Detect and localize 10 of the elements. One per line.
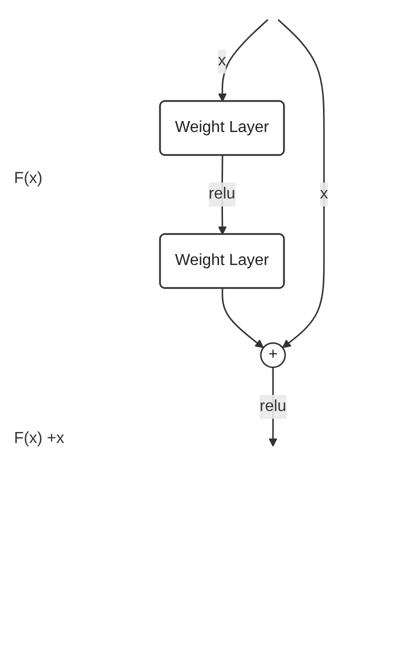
- edge-label: relu: [208, 186, 236, 202]
- edge-label: x: [218, 52, 226, 70]
- arrow: [278, 19, 325, 348]
- arrow: [222, 288, 264, 348]
- edge-label: x: [320, 186, 328, 202]
- arrow: [218, 19, 268, 102]
- node-circle: +: [260, 342, 286, 368]
- edge-label: relu: [260, 398, 286, 415]
- annotation-label: F(x): [14, 170, 42, 188]
- annotation-label: F(x) +x: [14, 430, 64, 448]
